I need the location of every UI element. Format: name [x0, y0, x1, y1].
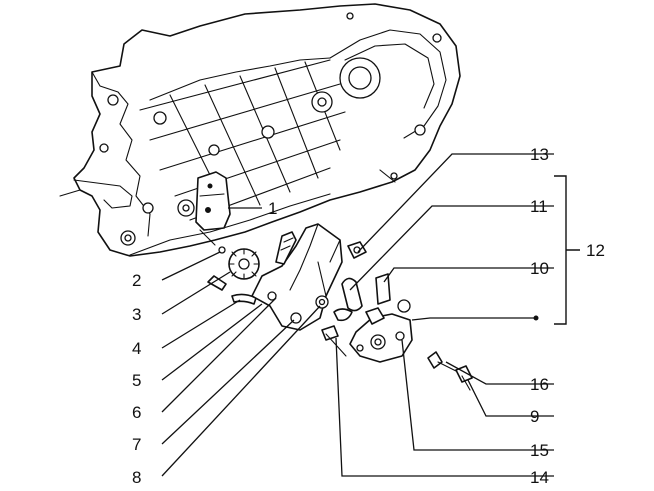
- callout-5: 5: [132, 371, 141, 390]
- callout-9: 9: [530, 407, 539, 426]
- callout-3: 3: [132, 305, 141, 324]
- callout-8: 8: [132, 468, 141, 487]
- callout-11: 11: [530, 197, 548, 216]
- group-bracket: [554, 175, 580, 325]
- part-15-pump-unit: [349, 307, 413, 363]
- part-1-seal-plate: [195, 171, 231, 231]
- callout-14: 14: [530, 468, 549, 487]
- callout-4: 4: [132, 339, 141, 358]
- callout-13: 13: [530, 145, 549, 164]
- part-9-screw: [455, 365, 473, 391]
- callout-7: 7: [132, 435, 141, 454]
- callout-15: 15: [530, 441, 549, 460]
- callout-1: 1: [268, 199, 277, 218]
- crankcase-drawing: [59, 3, 461, 257]
- callout-10: 10: [530, 259, 549, 278]
- part-14-screw: [321, 325, 347, 357]
- part-2-pin: [218, 246, 226, 254]
- leader-lines: [161, 153, 554, 477]
- part-3-drive-gear: [207, 248, 260, 291]
- callout-2: 2: [132, 271, 141, 290]
- callout-6: 6: [132, 403, 141, 422]
- oil-pump-housing: [251, 223, 343, 331]
- hose-assembly: [333, 241, 411, 322]
- callout-16: 16: [530, 375, 549, 394]
- callout-labels: 1 2 3 4 5 6 7 8 9 10 11 12 13 14 15 16: [132, 145, 605, 487]
- callout-12: 12: [586, 241, 605, 260]
